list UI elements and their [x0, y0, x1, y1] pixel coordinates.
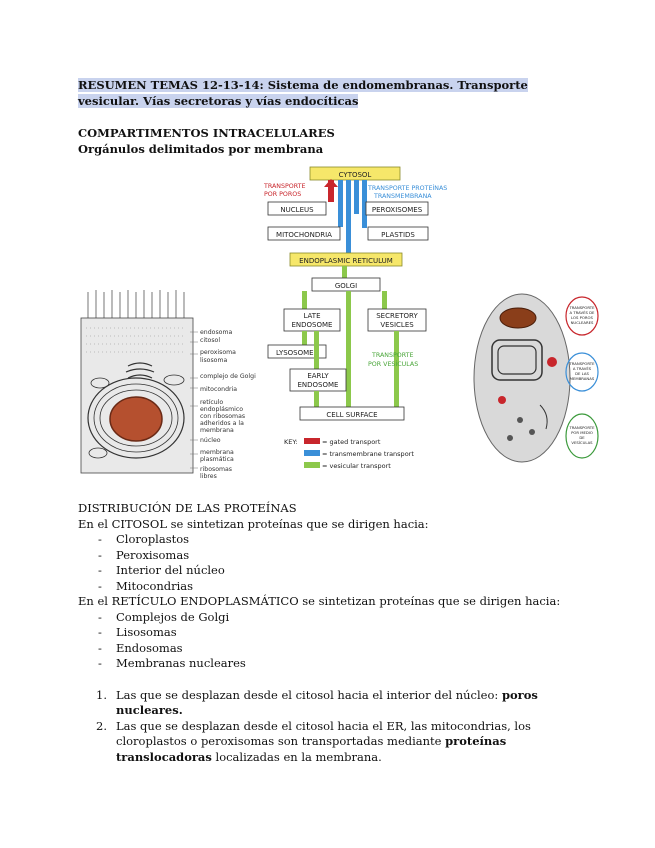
cell-label-mitocondria: mitocondria: [200, 386, 237, 393]
er-label: ENDOPLASMIC RETICULUM: [299, 257, 393, 265]
cell-label-citosol: citosol: [200, 337, 220, 344]
cell-label-ribosomas: con ribosomas: [200, 413, 245, 420]
point-2-text-b: localizadas en la membrana.: [211, 749, 382, 764]
right-label-a3: LOS POROS: [571, 315, 593, 320]
golgi-label: GOLGI: [335, 282, 357, 290]
peroxisomes-label: PEROXISOMES: [372, 206, 423, 214]
key-transmembrane: = transmembrane transport: [322, 450, 414, 458]
early-endosome-label-1: EARLY: [307, 372, 329, 380]
cell-label-adheridos: adheridos a la: [200, 420, 244, 427]
late-endosome-label-2: ENDOSOME: [292, 321, 333, 329]
list-item: Membranas nucleares: [96, 656, 598, 672]
note-vesicles-1: TRANSPORTE: [371, 352, 413, 359]
cell-label-golgi: complejo de Golgi: [200, 373, 256, 380]
cell-label-membrana-plasmatica-1: membrana: [200, 449, 234, 456]
lysosomes-label: LYSOSOMES: [276, 349, 319, 357]
protein-distribution-section: DISTRIBUCIÓN DE LAS PROTEÍNAS En el CITO…: [78, 501, 598, 765]
note-proteins-1: TRANSPORTE PROTEÍNAS: [367, 183, 447, 192]
right-label-b1: TRANSPORTE: [568, 361, 595, 366]
point-2: 2. Las que se desplazan desde el citosol…: [96, 719, 598, 766]
note-vesicles-2: POR VESÍCULAS: [368, 359, 418, 368]
key-gated: = gated transport: [322, 438, 381, 446]
point-1-text: Las que se desplazan desde el citosol ha…: [116, 687, 502, 702]
list-item: Mitocondrias: [96, 579, 598, 595]
right-label-b4: MEMBRANAS: [570, 376, 595, 381]
distribution-heading: DISTRIBUCIÓN DE LAS PROTEÍNAS: [78, 501, 297, 515]
key-label: KEY:: [284, 438, 298, 446]
point-2-text-a: Las que se desplazan desde el citosol ha…: [116, 718, 531, 749]
cell-surface-label: CELL SURFACE: [326, 411, 377, 419]
cytosol-intro: En el CITOSOL se sintetizan proteínas qu…: [78, 516, 429, 531]
right-label-b3: DE LAS: [575, 371, 589, 376]
secretory-vesicles-label-1: SECRETORY: [376, 312, 418, 320]
key-vesicular-swatch: [304, 462, 320, 468]
cell-label-membrana-plasmatica-2: plasmática: [200, 455, 234, 463]
nucleus-shape: [109, 396, 163, 442]
cell-label-endoplasmico: endoplásmico: [200, 405, 243, 413]
mitochondria-label: MITOCHONDRIA: [276, 231, 332, 239]
right-label-c3: DE: [579, 435, 585, 440]
right-label-c1: TRANSPORTE: [568, 425, 595, 430]
point-1-number: 1.: [96, 687, 107, 702]
cytosol-list: Cloroplastos Peroxisomas Interior del nú…: [96, 532, 598, 594]
document-title: RESUMEN TEMAS 12-13-14: Sistema de endom…: [78, 78, 528, 108]
numbered-points: 1. Las que se desplazan desde el citosol…: [96, 688, 598, 766]
right-label-a4: NUCLEARES: [571, 320, 594, 325]
key-vesicular: = vesicular transport: [322, 462, 391, 470]
section-heading-compartments: COMPARTIMENTOS INTRACELULARES: [78, 126, 335, 140]
right-label-c2: POR MEDIO: [571, 430, 593, 435]
er-list: Complejos de Golgi Lisosomas Endosomas M…: [96, 610, 598, 672]
er-intro: En el RETÍCULO ENDOPLASMÁTICO se sinteti…: [78, 594, 561, 608]
list-item: Complejos de Golgi: [96, 610, 598, 626]
list-item: Endosomas: [96, 641, 598, 657]
cell-label-membrana: membrana: [200, 427, 234, 434]
subheading-organelles: Orgánulos delimitados por membrana: [78, 142, 324, 156]
nucleus-label: NUCLEUS: [280, 206, 314, 214]
secretory-vesicles-label-2: VESICLES: [380, 321, 414, 329]
late-endosome-label-1: LATE: [303, 312, 320, 320]
cytosol-label: CYTOSOL: [339, 171, 372, 179]
cell-label-nucleo: núcleo: [200, 436, 221, 444]
list-item: Cloroplastos: [96, 532, 598, 548]
cell-label-ribosomas-libres-2: libres: [200, 473, 217, 480]
note-proteins-2: TRANSMEMBRANA: [373, 193, 432, 200]
note-pores-1: TRANSPORTE: [263, 183, 305, 190]
list-item: Interior del núcleo: [96, 563, 598, 579]
point-2-number: 2.: [96, 718, 107, 733]
cell-label-peroxisoma: peroxisoma: [200, 349, 236, 356]
cell-label-reticulo: retículo: [200, 398, 223, 406]
list-item: Lisosomas: [96, 625, 598, 641]
point-1: 1. Las que se desplazan desde el citosol…: [96, 688, 598, 719]
right-label-a2: A TRAVÉS DE: [570, 310, 595, 315]
right-label-b2: A TRAVÉS: [573, 366, 592, 371]
cell-illustration: endosoma citosol peroxisoma lisosoma com…: [78, 288, 263, 480]
right-label-a1: TRANSPORTE: [568, 305, 595, 310]
key-transmembrane-swatch: [304, 450, 320, 456]
right-nucleus-shape: [499, 307, 537, 329]
right-label-c4: VESÍCULAS: [571, 440, 593, 445]
transport-illustration: TRANSPORTE A TRAVÉS DE LOS POROS NUCLEAR…: [473, 293, 599, 463]
early-endosome-label-2: ENDOSOME: [298, 381, 339, 389]
cell-label-lisosoma: lisosoma: [200, 357, 227, 364]
plastids-label: PLASTIDS: [381, 231, 415, 239]
compartment-flow-diagram: CYTOSOL NUCLEUS PEROXISOMES MITOCHONDRIA…: [263, 166, 447, 470]
note-pores-2: POR POROS: [264, 191, 301, 198]
key-gated-swatch: [304, 438, 320, 444]
point-2-bold: proteínas translocadoras: [116, 734, 507, 764]
cell-label-ribosomas-libres-1: ribosomas: [200, 466, 232, 473]
point-1-bold: poros nucleares.: [116, 687, 538, 718]
cell-label-endosoma: endosoma: [200, 329, 232, 336]
list-item: Peroxisomas: [96, 548, 598, 564]
